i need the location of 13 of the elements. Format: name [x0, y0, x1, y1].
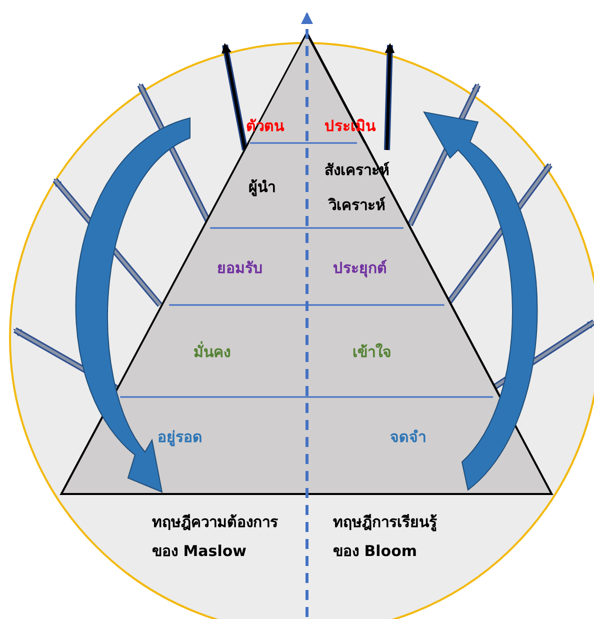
pyramid-level [204, 143, 410, 228]
level-label: จดจำ [390, 428, 426, 446]
pyramid-level [163, 228, 450, 305]
level-label: เข้าใจ [352, 343, 392, 361]
theory-caption: ทฤษฎีการเรียนรู้ของ Bloom [333, 512, 438, 562]
level-label: ประยุกต์ [332, 259, 387, 277]
pyramid-level [114, 305, 500, 397]
level-label: วิเคราะห์ [328, 196, 386, 214]
level-label: มั่นคง [193, 343, 230, 361]
level-label: ผู้นำ [248, 178, 276, 196]
level-label: อยู่รอด [158, 428, 202, 446]
theory-caption: ทฤษฎีความต้องการของ Maslow [152, 512, 279, 562]
level-label: ยอมรับ [216, 259, 263, 277]
